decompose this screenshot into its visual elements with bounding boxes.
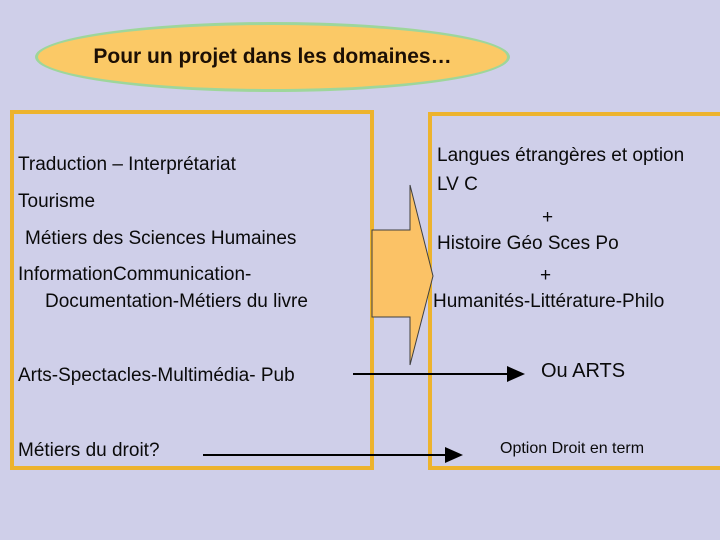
left-item-metiers-droit: Métiers du droit? bbox=[18, 440, 160, 461]
right-line-plus-2: + bbox=[540, 265, 552, 286]
right-options-box: Langues étrangères et option LV C + Hist… bbox=[428, 112, 720, 470]
block-arrow-right-icon bbox=[371, 184, 434, 366]
left-item-documentation-livre: Documentation-Métiers du livre bbox=[45, 291, 308, 312]
slide-title: Pour un projet dans les domaines… bbox=[93, 45, 452, 68]
left-item-arts-spectacles: Arts-Spectacles-Multimédia- Pub bbox=[18, 365, 295, 386]
title-ellipse: Pour un projet dans les domaines… bbox=[35, 22, 510, 92]
right-ou-arts: Ou ARTS bbox=[541, 360, 626, 382]
left-item-tourisme: Tourisme bbox=[18, 191, 96, 212]
right-option-droit: Option Droit en term bbox=[500, 440, 645, 457]
right-line-langues: Langues étrangères et option bbox=[437, 145, 685, 166]
right-line-lvc: LV C bbox=[437, 174, 478, 195]
right-line-humanites: Humanités-Littérature-Philo bbox=[433, 291, 665, 312]
right-line-plus-1: + bbox=[542, 207, 554, 228]
left-item-traduction: Traduction – Interprétariat bbox=[18, 154, 236, 175]
left-item-information-communication: InformationCommunication- bbox=[18, 264, 252, 285]
right-line-histoire-geo: Histoire Géo Sces Po bbox=[437, 233, 619, 254]
left-domains-box: Traduction – Interprétariat Tourisme Mét… bbox=[10, 110, 374, 470]
left-item-sciences-humaines: Métiers des Sciences Humaines bbox=[25, 228, 297, 249]
